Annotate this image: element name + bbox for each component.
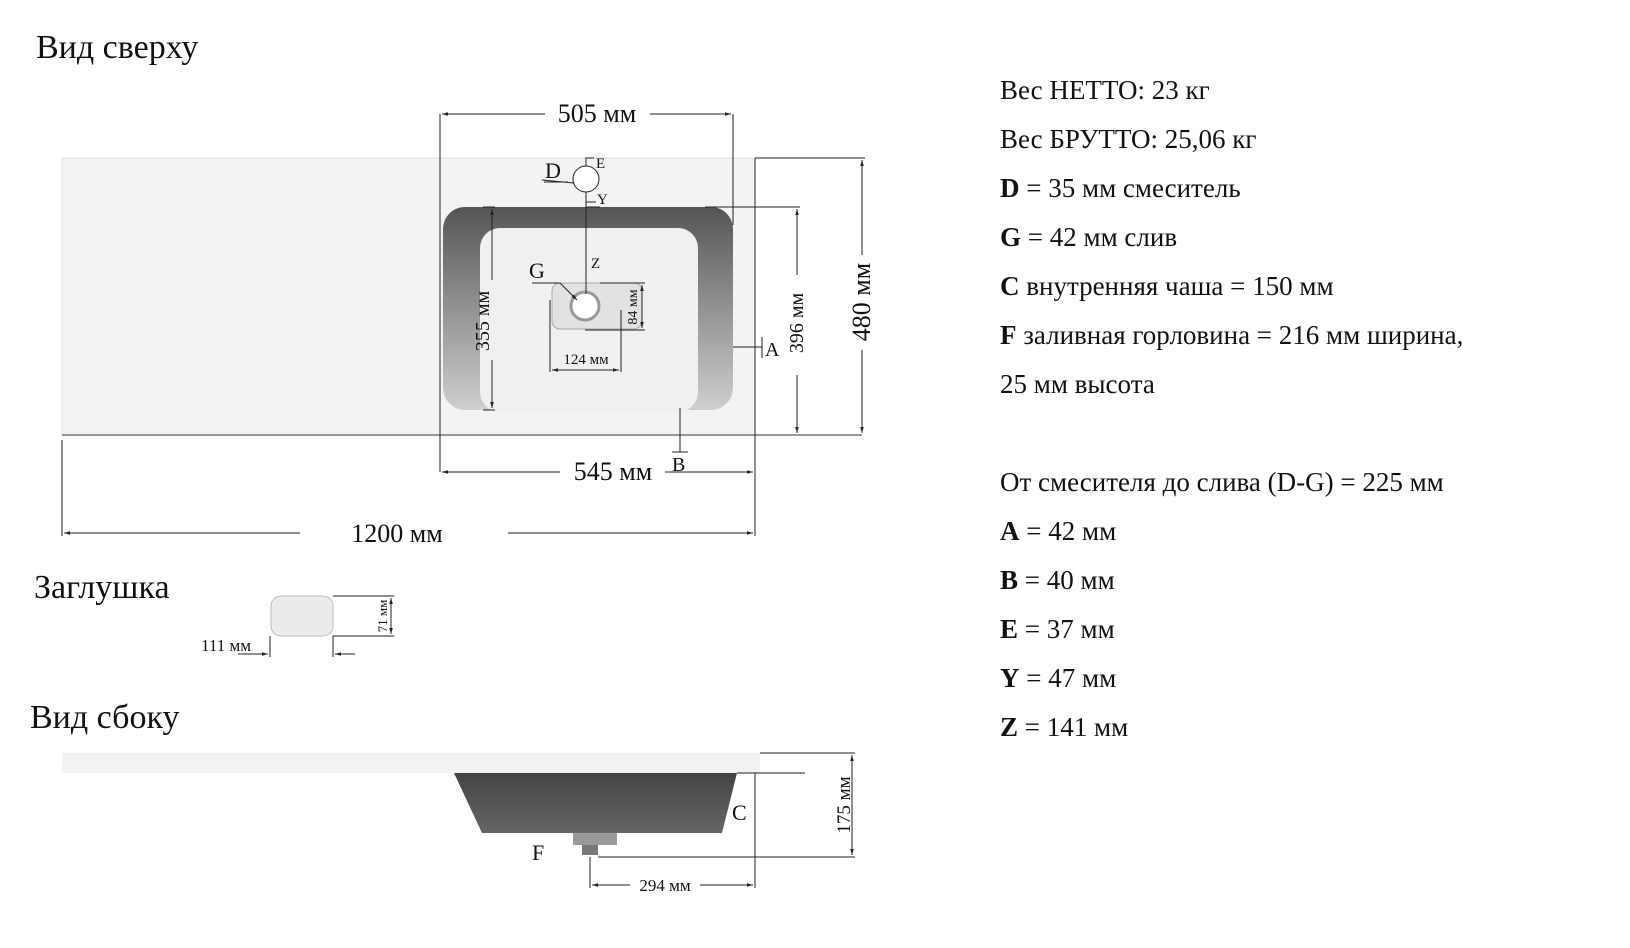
label-e: E [596, 156, 605, 172]
net-weight: Вес НЕТТО: 23 кг [1000, 75, 1210, 105]
side-view-title: Вид сбоку [30, 699, 180, 736]
plug-title: Заглушка [34, 569, 170, 606]
spec-b: B = 40 мм [1000, 565, 1115, 595]
label-c: C [732, 800, 747, 825]
label-f: F [532, 840, 544, 865]
label-g: G [529, 258, 545, 283]
dim-355: 355 мм [472, 291, 494, 352]
dim-505: 505 мм [558, 99, 636, 128]
label-d: D [545, 158, 561, 183]
label-a: A [765, 339, 780, 361]
plug-shape [270, 595, 334, 637]
dim-111: 111 мм [201, 636, 251, 655]
spec-d-g: От смесителя до слива (D-G) = 225 мм [1000, 467, 1444, 497]
side-drain-upper [573, 833, 617, 845]
spec-e: E = 37 мм [1000, 614, 1115, 644]
spec-f: F заливная горловина = 216 мм ширина, [1000, 320, 1464, 350]
side-basin [454, 773, 737, 833]
dim-71: 71 мм [375, 600, 390, 633]
dim-545: 545 мм [574, 457, 652, 486]
side-countertop [62, 753, 760, 773]
dim-294: 294 мм [639, 876, 691, 895]
spec-y: Y = 47 мм [1000, 663, 1117, 693]
spec-c: C внутренняя чаша = 150 мм [1000, 271, 1334, 301]
dim-175: 175 мм [834, 776, 855, 833]
spec-f-cont: 25 мм высота [1000, 369, 1155, 399]
label-z: Z [591, 256, 600, 272]
dim-1200: 1200 мм [351, 519, 442, 548]
dim-480: 480 мм [847, 263, 876, 341]
dim-84: 84 мм [626, 289, 641, 324]
dim-396: 396 мм [786, 293, 808, 354]
side-drain-lower [582, 845, 598, 855]
label-b: B [672, 454, 685, 476]
label-y: Y [597, 192, 608, 208]
spec-a: A = 42 мм [1000, 516, 1117, 546]
dim-124: 124 мм [563, 352, 609, 368]
spec-z: Z = 141 мм [1000, 712, 1129, 742]
gross-weight: Вес БРУТТО: 25,06 кг [1000, 124, 1257, 154]
drain-hole [569, 290, 601, 322]
top-view-title: Вид сверху [36, 29, 198, 66]
spec-d: D = 35 мм смеситель [1000, 173, 1241, 203]
specifications: Вес НЕТТО: 23 кг Вес БРУТТО: 25,06 кг D … [1000, 66, 1463, 752]
spec-g: G = 42 мм слив [1000, 222, 1178, 252]
